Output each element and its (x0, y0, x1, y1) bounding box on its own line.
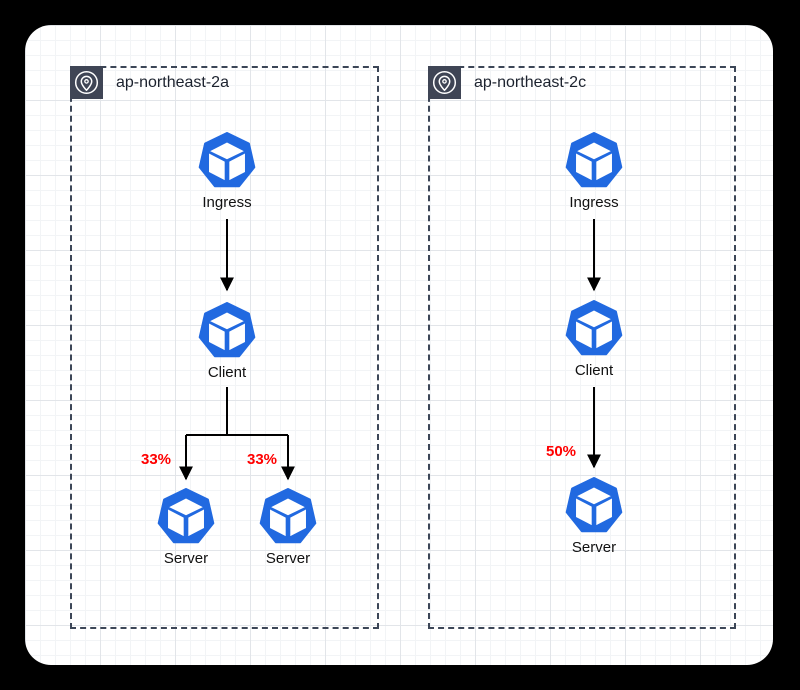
node-c-server: Server (564, 477, 624, 556)
node-label: Ingress (569, 194, 619, 211)
edge-traffic-label-a1: 33% (140, 451, 172, 468)
kubernetes-pod-icon (157, 488, 215, 544)
zone-location-badge (70, 66, 103, 99)
node-label: Server (265, 550, 311, 567)
location-pin-icon (74, 70, 99, 95)
edge-traffic-label-a2: 33% (246, 451, 278, 468)
node-label: Client (574, 362, 614, 379)
zone-location-badge (428, 66, 461, 99)
kubernetes-pod-icon (565, 132, 623, 188)
node-c-ingress: Ingress (564, 132, 624, 211)
edge-traffic-label-c: 50% (545, 443, 577, 460)
kubernetes-pod-icon (198, 132, 256, 188)
zone-label: ap-northeast-2c (474, 74, 587, 91)
zone-ap-northeast-2a: ap-northeast-2a (70, 66, 379, 629)
zone-label: ap-northeast-2a (116, 74, 229, 91)
node-label: Server (163, 550, 209, 567)
kubernetes-pod-icon (259, 488, 317, 544)
node-a-server-2: Server (258, 488, 318, 567)
kubernetes-pod-icon (198, 302, 256, 358)
zone-ap-northeast-2c: ap-northeast-2c (428, 66, 736, 629)
kubernetes-pod-icon (565, 300, 623, 356)
kubernetes-pod-icon (565, 477, 623, 533)
node-a-server-1: Server (156, 488, 216, 567)
grid-paper: ap-northeast-2a ap-northeast-2c (25, 25, 773, 665)
node-label: Ingress (202, 194, 252, 211)
node-c-client: Client (564, 300, 624, 379)
node-label: Client (207, 364, 247, 381)
node-label: Server (571, 539, 617, 556)
node-a-client: Client (197, 302, 257, 381)
location-pin-icon (432, 70, 457, 95)
node-a-ingress: Ingress (197, 132, 257, 211)
